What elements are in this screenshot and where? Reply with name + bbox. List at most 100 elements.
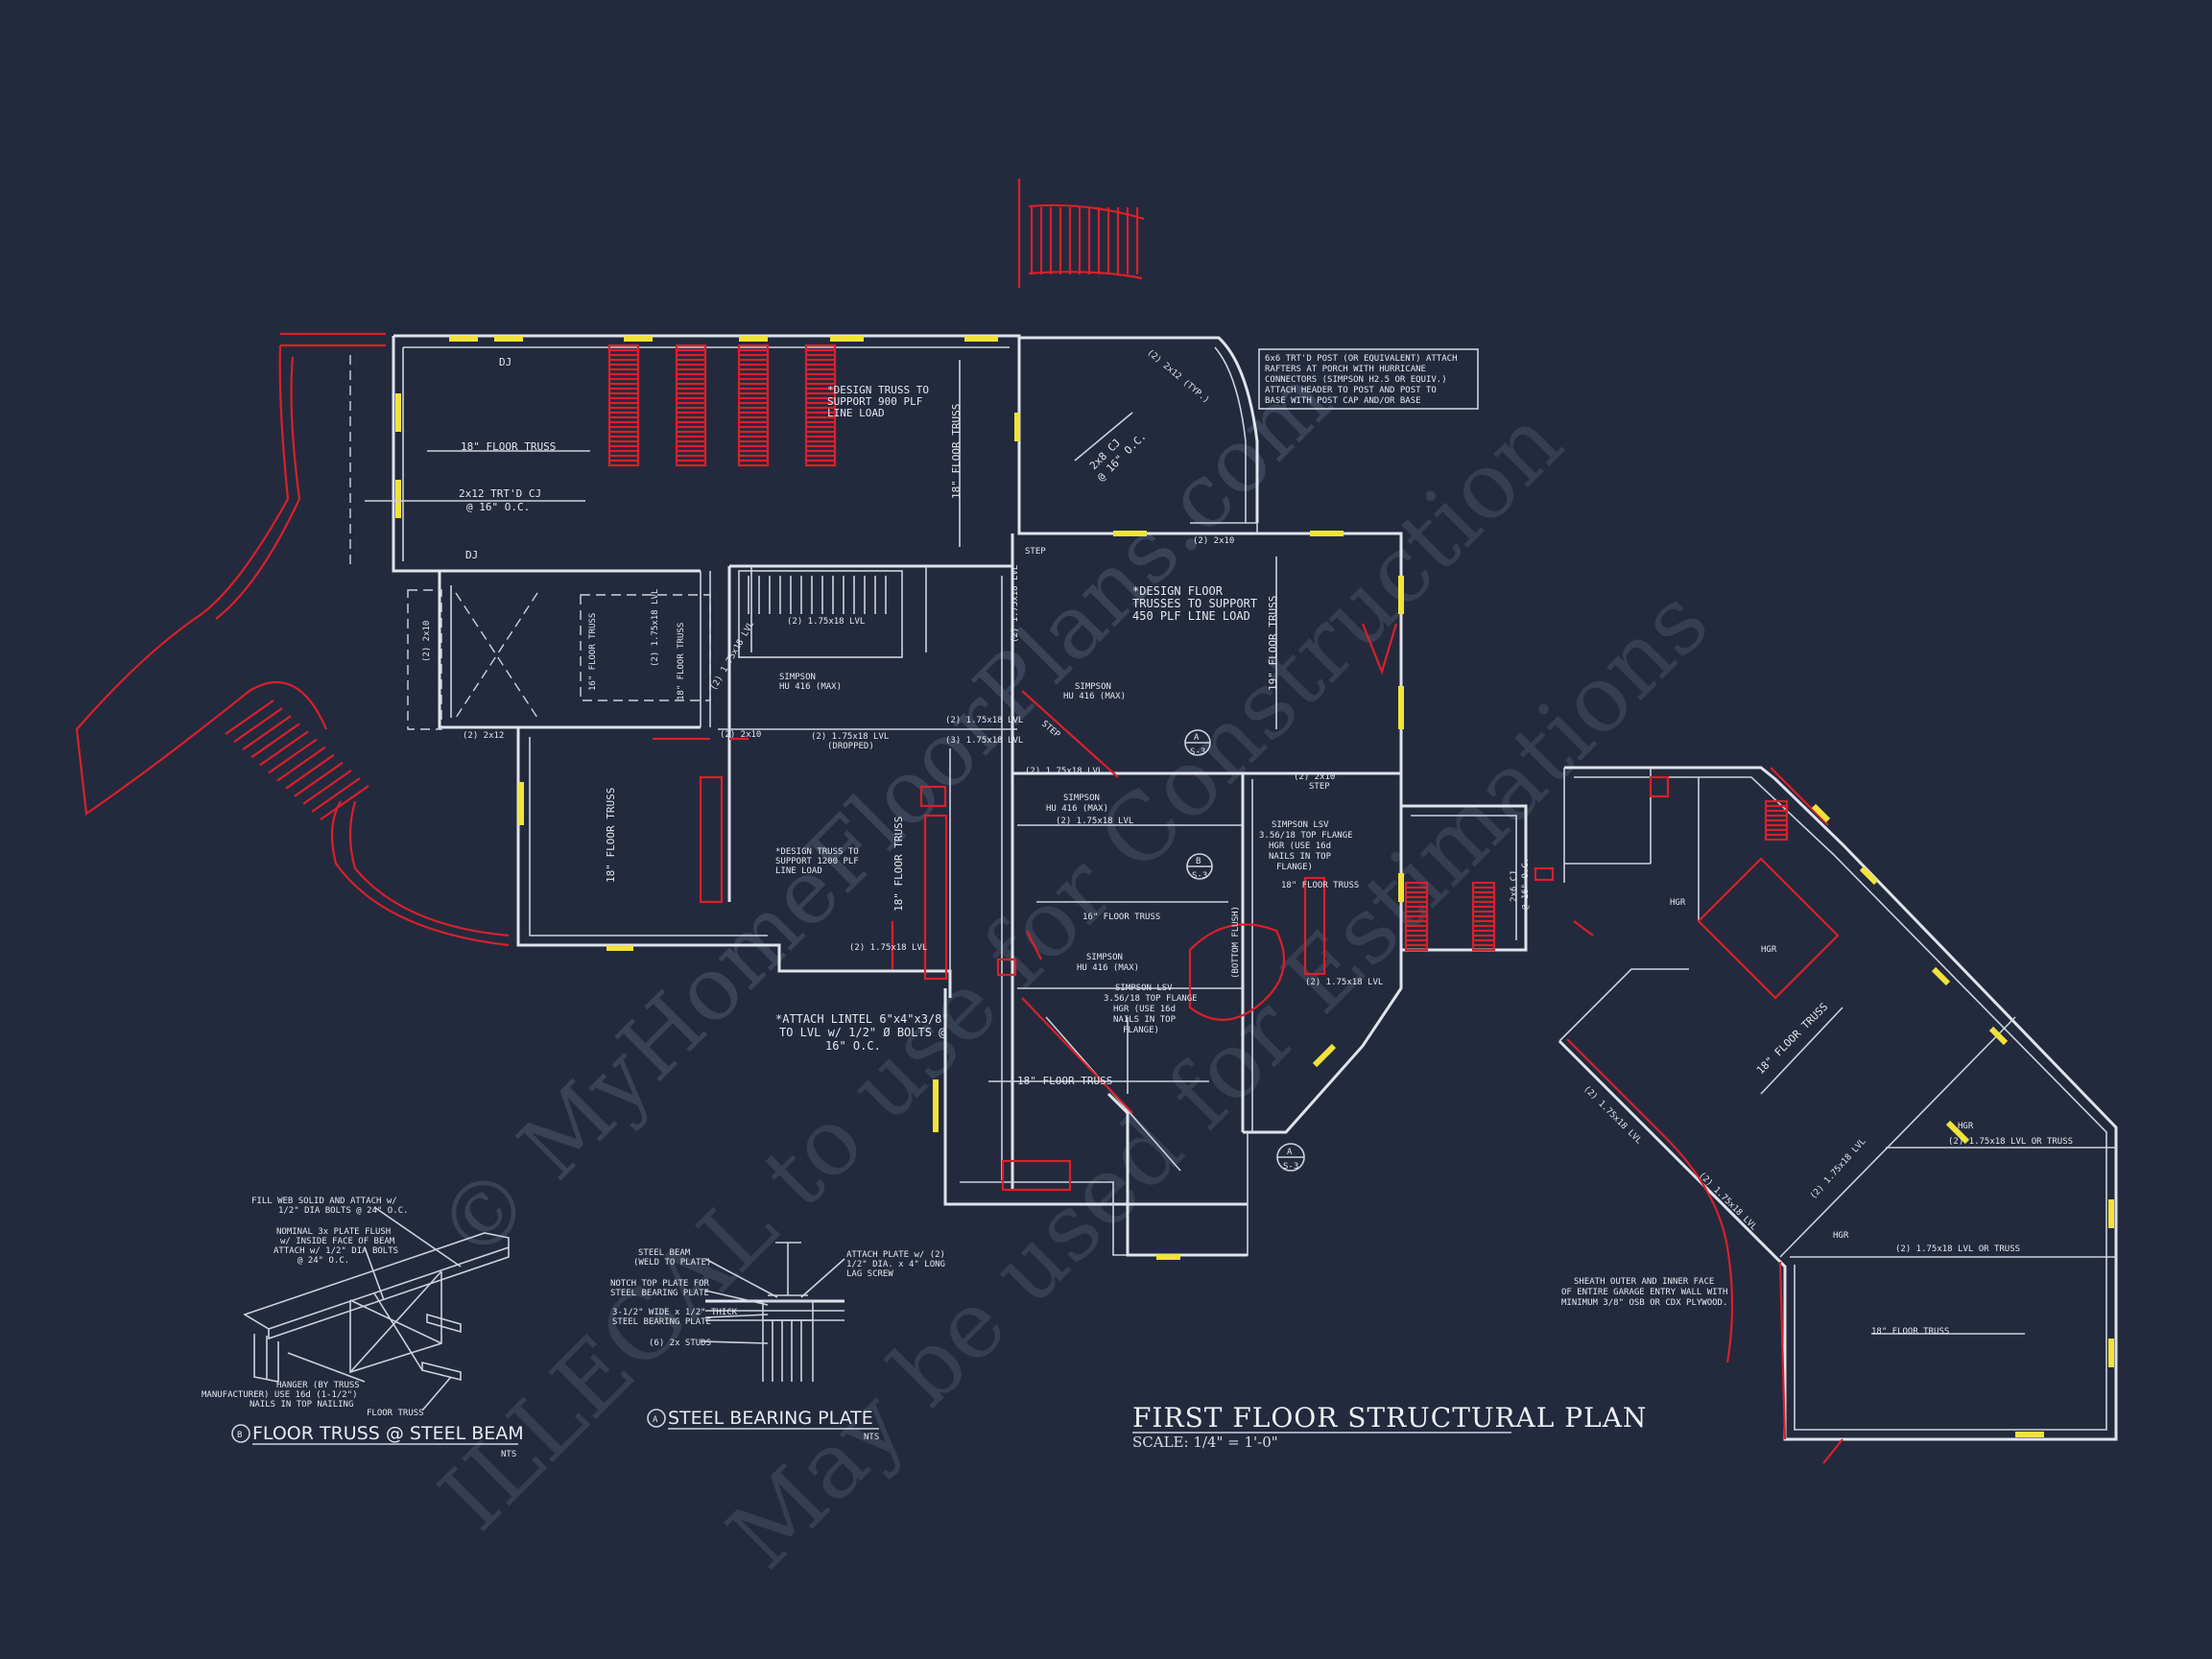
detail-steel-bearing-plate: STEEL BEAM (WELD TO PLATE) NOTCH TOP PLA… <box>610 1242 945 1442</box>
drawing-stroke <box>320 785 369 821</box>
truss-label: 16" FLOOR TRUSS <box>1082 912 1160 922</box>
lvl-label: (2) 1.75x18 LVL OR TRUSS <box>1948 1137 2073 1147</box>
detail-title: FLOOR TRUSS @ STEEL BEAM <box>252 1423 524 1444</box>
detail-marker: A <box>653 1415 658 1425</box>
simpson-label: HU 416 (MAX) <box>779 682 842 692</box>
drawing-stroke <box>294 761 344 797</box>
simpson-label: HU 416 (MAX) <box>1063 692 1126 701</box>
title-block: FIRST FLOOR STRUCTURAL PLAN SCALE: 1/4" … <box>1132 1402 1647 1451</box>
detail-note: NAILS IN TOP NAILING <box>250 1400 353 1410</box>
step-label: STEP <box>1025 547 1046 557</box>
detail-note: 3-1/2" WIDE x 1/2" THICK <box>612 1308 738 1317</box>
hgr-label: HGR <box>1761 945 1777 955</box>
drawing-stroke <box>276 746 326 782</box>
drawing-stroke <box>302 769 352 805</box>
porch-note: BASE WITH POST CAP AND/OR BASE <box>1265 396 1421 406</box>
flush-label: (BOTTOM FLUSH) <box>1231 906 1241 979</box>
design-note: *DESIGN FLOOR <box>1132 584 1224 598</box>
sheath-note: MINIMUM 3/8" OSB OR CDX PLYWOOD. <box>1561 1298 1727 1308</box>
cj-label: 2x6 CJ <box>1510 870 1519 902</box>
cj-spacing-label: @ 16" O.C. <box>1521 858 1531 910</box>
simpson-label: SIMPSON <box>1063 794 1100 803</box>
design-note: LINE LOAD <box>775 866 822 876</box>
detail-note: HANGER (BY TRUSS <box>276 1381 360 1390</box>
detail-title: STEEL BEARING PLATE <box>668 1408 873 1429</box>
simpson-note: 3.56/18 TOP FLANGE <box>1104 994 1198 1004</box>
lvl-label: (2) 1.75x18 LVL <box>811 732 889 742</box>
post-block <box>607 344 640 467</box>
design-note: 450 PLF LINE LOAD <box>1132 609 1250 623</box>
lvl-label: (2) 1.75x18 LVL <box>1697 1171 1759 1233</box>
drawing-stroke <box>311 777 361 813</box>
simpson-label: HU 416 (MAX) <box>1077 963 1139 973</box>
hgr-label: HGR <box>1670 898 1686 908</box>
lvl-label: (2) 1.75x18 LVL <box>1025 767 1103 776</box>
lvl-label: (3) 1.75x18 LVL <box>945 736 1023 746</box>
detail-note: FLOOR TRUSS <box>367 1409 424 1418</box>
windows <box>395 336 2114 1437</box>
simpson-note: SIMPSON LSV <box>1115 984 1173 993</box>
detail-note: 1/2" DIA BOLTS @ 24" O.C. <box>278 1206 408 1216</box>
porch-note: 6x6 TRT'D POST (OR EQUIVALENT) ATTACH <box>1265 354 1457 364</box>
detail-note: NOMINAL 3x PLATE FLUSH <box>276 1227 391 1237</box>
lvl-label: (2) 1.75x18 LVL <box>1809 1137 1868 1201</box>
detail-note: NOTCH TOP PLATE FOR <box>610 1279 710 1289</box>
design-note: *DESIGN TRUSS TO <box>775 847 859 857</box>
watermark-line2: ILLEGAL to use for Construction <box>419 388 1582 1551</box>
simpson-note: FLANGE) <box>1276 863 1313 872</box>
simpson-note: HGR (USE 16d <box>1269 841 1331 851</box>
lvl-label: (2) 1.75x18 LVL <box>1011 565 1020 643</box>
detail-note: LAG SCREW <box>846 1269 893 1279</box>
section-marker: S-3 <box>1192 871 1207 881</box>
hgr-label: HGR <box>1958 1122 1974 1131</box>
detail-note: MANUFACTURER) USE 16d (1-1/2") <box>202 1390 358 1400</box>
truss-label: 18" FLOOR TRUSS <box>1017 1075 1112 1087</box>
drawing-stroke <box>233 707 283 744</box>
truss-label: 18" FLOOR TRUSS <box>892 817 905 912</box>
lintel-note: *ATTACH LINTEL 6"x4"x3/8" <box>775 1012 949 1026</box>
drawing-stroke <box>250 723 300 759</box>
dj-label: DJ <box>465 549 478 561</box>
detail-nts: NTS <box>501 1450 516 1459</box>
porch-steps-top <box>1017 178 1145 288</box>
core-stair <box>748 576 887 614</box>
design-note: SUPPORT 900 PLF <box>827 395 922 408</box>
cj-spacing-label: @ 16" O.C. <box>466 501 530 513</box>
post-block <box>737 344 770 467</box>
simpson-label: SIMPSON <box>1075 682 1111 692</box>
lvl-label: (2) 1.75x18 LVL <box>945 716 1023 725</box>
lvl-label: (2) 1.75x18 LVL OR TRUSS <box>1895 1244 2020 1254</box>
detail-note: ATTACH PLATE w/ (2) <box>846 1250 945 1260</box>
porch-note: ATTACH HEADER TO POST AND POST TO <box>1265 386 1437 395</box>
section-marker: B <box>1196 857 1201 866</box>
truss-label: 18" FLOOR TRUSS <box>461 440 556 453</box>
detail-note: (WELD TO PLATE) <box>633 1258 711 1268</box>
detail-note: ATTACH w/ 1/2" DIA BOLTS <box>274 1246 398 1256</box>
simpson-note: NAILS IN TOP <box>1113 1015 1177 1025</box>
lintel-note: 16" O.C. <box>825 1039 881 1053</box>
post-block <box>804 344 837 467</box>
drawing-stroke <box>225 699 274 735</box>
truss-label: 18" FLOOR TRUSS <box>1871 1327 1949 1337</box>
simpson-note: NAILS IN TOP <box>1269 852 1332 862</box>
header-label: (2) 2x10 <box>1193 536 1234 546</box>
plan-title: FIRST FLOOR STRUCTURAL PLAN <box>1132 1402 1647 1434</box>
detail-note: STEEL BEAM <box>638 1248 691 1258</box>
detail-note: (6) 2x STUDS <box>649 1339 711 1348</box>
drawing-stroke <box>285 753 335 790</box>
header-label: (2) 2x12 <box>463 731 504 741</box>
design-note: LINE LOAD <box>827 407 885 419</box>
detail-floor-truss-steel-beam: FILL WEB SOLID AND ATTACH w/ 1/2" DIA BO… <box>202 1197 524 1459</box>
detail-note: 1/2" DIA. x 4" LONG <box>846 1260 945 1269</box>
dj-label: DJ <box>499 356 511 368</box>
cj-label: 2x12 TRT'D CJ <box>459 487 541 500</box>
header-label: (2) 2x10 <box>422 621 432 662</box>
red-posts <box>607 344 1789 952</box>
detail-note: STEEL BEARING PLATE <box>610 1289 709 1298</box>
hgr-label: HGR <box>1833 1231 1849 1241</box>
detail-marker: B <box>237 1431 242 1440</box>
truss-label: 18" FLOOR TRUSS <box>1754 1001 1830 1077</box>
simpson-label: HU 416 (MAX) <box>1046 804 1108 814</box>
drawing-stroke <box>268 738 318 774</box>
